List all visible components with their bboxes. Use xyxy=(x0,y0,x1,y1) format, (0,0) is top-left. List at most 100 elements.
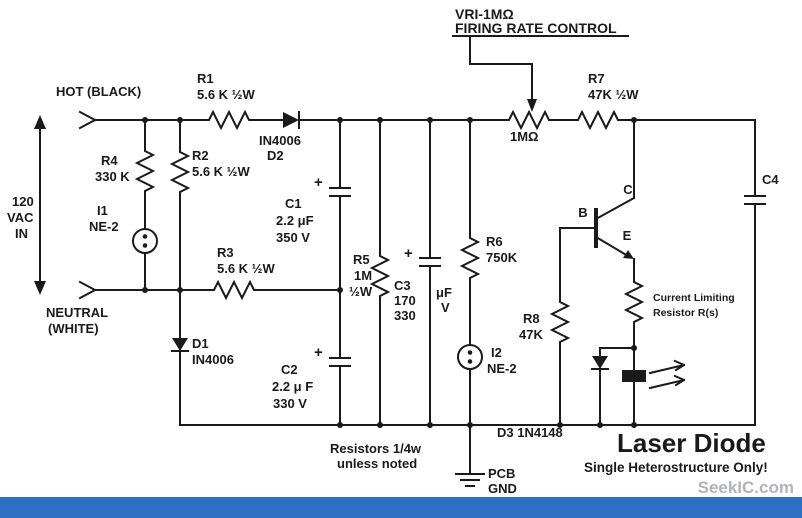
junction-dot xyxy=(631,345,637,351)
d2-value-label: IN4006 xyxy=(259,133,301,148)
junction-dot xyxy=(177,117,183,123)
c3-value-label: 170 xyxy=(394,293,416,308)
input-terminal-symbols xyxy=(78,110,97,300)
ground-label-2: GND xyxy=(488,481,517,496)
resistor-note-1: Resistors 1/4w xyxy=(330,441,422,456)
resistor-r2-body xyxy=(171,145,189,199)
laser-diode-body xyxy=(622,370,646,382)
c3-voltage-unit-label: V xyxy=(441,300,450,315)
resistor-r8-body xyxy=(551,295,569,349)
diode-d3 xyxy=(591,356,609,370)
i2-ref-label: I2 xyxy=(491,345,502,360)
capacitor-c3-plates xyxy=(419,257,441,267)
capacitors xyxy=(329,187,766,367)
ground-symbol xyxy=(455,473,485,487)
ac-arrow-up-icon xyxy=(34,115,46,129)
r6-ref-label: R6 xyxy=(486,234,503,249)
pointer-line xyxy=(469,37,533,101)
resistor-r3-body xyxy=(207,281,261,299)
d1-ref-label: D1 xyxy=(192,336,209,351)
junction-dot xyxy=(377,117,383,123)
q1-base-label: B xyxy=(578,205,587,220)
junction-dot xyxy=(177,287,183,293)
junction-dot xyxy=(631,117,637,123)
resistor-r4-body xyxy=(136,144,154,198)
d1-value-label: IN4006 xyxy=(192,352,234,367)
vr1-value-label: 1MΩ xyxy=(510,129,538,144)
c3-ref-label: C3 xyxy=(394,278,411,293)
r4-ref-label: R4 xyxy=(101,153,118,168)
junction-dot xyxy=(337,422,343,428)
vac-label-1: 120 xyxy=(12,194,34,209)
c3-voltage-label: 330 xyxy=(394,308,416,323)
capacitor-c4-plates xyxy=(744,195,766,205)
capacitor-c1-plates xyxy=(329,187,351,197)
r8-value-label: 47K xyxy=(519,327,543,342)
ac-source-span xyxy=(34,115,46,295)
i2-value-label: NE-2 xyxy=(487,361,517,376)
r5-ref-label: R5 xyxy=(353,252,370,267)
junction-dot xyxy=(377,422,383,428)
r2-ref-label: R2 xyxy=(192,148,209,163)
neutral-label-2: (WHITE) xyxy=(48,321,99,336)
firing-rate-title-line2: FIRING RATE CONTROL xyxy=(455,20,617,36)
firing-rate-title-line1: VRI-1MΩ xyxy=(455,6,514,22)
junction-dot xyxy=(631,422,637,428)
q1-emitter-arrow-icon xyxy=(623,250,634,259)
c1-ref-label: C1 xyxy=(285,196,302,211)
c1-voltage-label: 350 V xyxy=(276,230,310,245)
r7-value-label: 47K ½W xyxy=(588,87,639,102)
c2-voltage-label: 330 V xyxy=(273,396,307,411)
ground-label-1: PCB xyxy=(488,466,515,481)
q1-collector-label: C xyxy=(623,182,633,197)
q1-emitter-label: E xyxy=(623,228,632,243)
neon-lamp-i2 xyxy=(457,344,483,370)
r6-value-label: 750K xyxy=(486,250,518,265)
r7-ref-label: R7 xyxy=(588,71,605,86)
i1-value-label: NE-2 xyxy=(89,219,119,234)
pointer-arrow-icon xyxy=(527,99,537,112)
current-limiting-label-1: Current Limiting xyxy=(653,292,735,304)
current-limiting-label-2: Resistor R(s) xyxy=(653,307,718,319)
r5-value-label-1: 1M xyxy=(354,268,372,283)
i1-ref-label: I1 xyxy=(97,203,108,218)
resistors xyxy=(136,111,643,349)
d2-anode-triangle xyxy=(283,112,299,128)
vac-label-3: IN xyxy=(15,226,28,241)
q1-collector-lead xyxy=(594,196,636,221)
junction-dot xyxy=(427,117,433,123)
c1-polarity-label: + xyxy=(314,174,323,191)
seekic-watermark: SeekIC.com xyxy=(698,478,794,497)
footer-bar xyxy=(0,497,802,518)
laser-diode xyxy=(622,359,686,390)
r2-value-label: 5.6 K ½W xyxy=(192,164,251,179)
junction-dot xyxy=(142,287,148,293)
junction-dot xyxy=(467,117,473,123)
diode-d2 xyxy=(283,111,300,129)
r8-ref-label: R8 xyxy=(523,311,540,326)
neon-lamp-i1 xyxy=(132,228,158,254)
junction-dot xyxy=(337,287,343,293)
resistor-note-2: unless noted xyxy=(337,456,417,471)
r1-ref-label: R1 xyxy=(197,71,214,86)
resistor-r5-body xyxy=(371,249,389,303)
wire-rails xyxy=(94,119,756,426)
junction-dot xyxy=(467,422,473,428)
junction-dot xyxy=(557,422,563,428)
i2-bulb xyxy=(457,344,483,370)
i2-electrode-dot xyxy=(467,350,473,355)
c1-value-label: 2.2 μF xyxy=(276,213,314,228)
q1-emitter-lead xyxy=(594,235,630,258)
i1-electrode-dot xyxy=(142,243,148,248)
d3-anode-triangle xyxy=(592,356,608,369)
transistor-q1 xyxy=(594,196,636,259)
labels: VRI-1MΩ FIRING RATE CONTROL HOT (BLACK) … xyxy=(7,6,779,496)
laser-diode-title: Laser Diode xyxy=(617,428,766,458)
c4-ref-label: C4 xyxy=(762,172,779,187)
resistor-r1-body xyxy=(202,111,256,129)
c2-polarity-label: + xyxy=(314,344,323,361)
junction-dots xyxy=(142,117,637,428)
r4-value-label: 330 K xyxy=(95,169,130,184)
capacitor-c2-plates xyxy=(329,357,351,367)
resistor-r6-body xyxy=(461,231,479,285)
